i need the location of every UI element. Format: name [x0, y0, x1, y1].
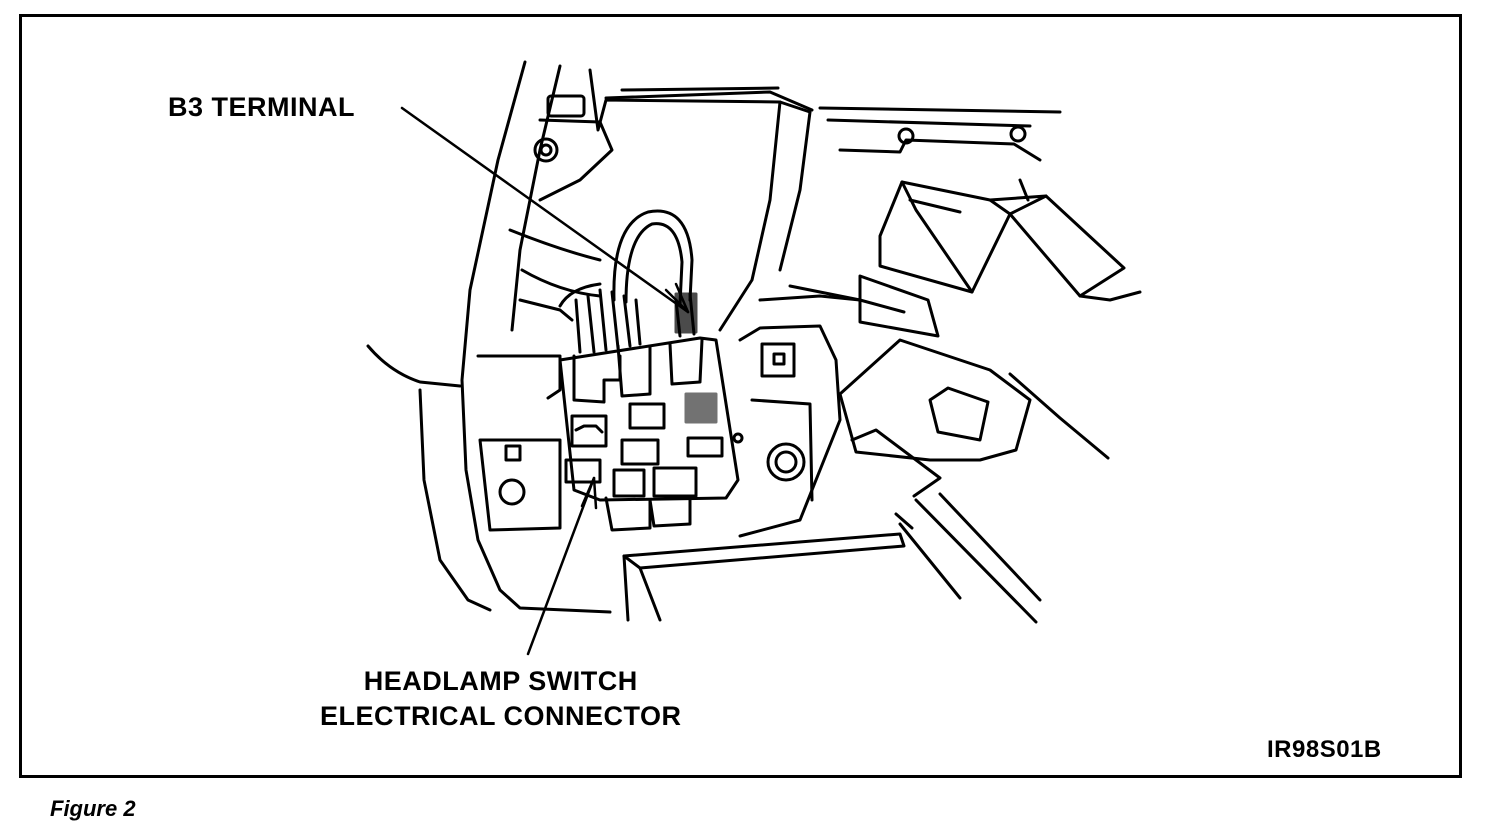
figure-code: IR98S01B	[1267, 736, 1382, 763]
callout-leaders	[400, 106, 690, 656]
headlamp-switch-connector-callout: HEADLAMP SWITCH ELECTRICAL CONNECTOR	[320, 664, 682, 734]
headlamp-switch-callout-line2: ELECTRICAL CONNECTOR	[320, 701, 682, 731]
headlamp-switch-callout-line1: HEADLAMP SWITCH	[363, 666, 638, 696]
steering-column	[622, 492, 1042, 624]
left-bracket	[366, 344, 562, 612]
right-bracket	[738, 125, 1042, 538]
dash-housing	[460, 60, 1062, 614]
headlamp-switch-connector	[558, 336, 744, 532]
wire-bundle	[558, 209, 698, 354]
multifunction-connectors	[758, 180, 1142, 498]
figure-frame	[19, 14, 1462, 778]
figure-caption: Figure 2	[50, 796, 136, 821]
b3-terminal-callout: B3 TERMINAL	[168, 92, 355, 122]
